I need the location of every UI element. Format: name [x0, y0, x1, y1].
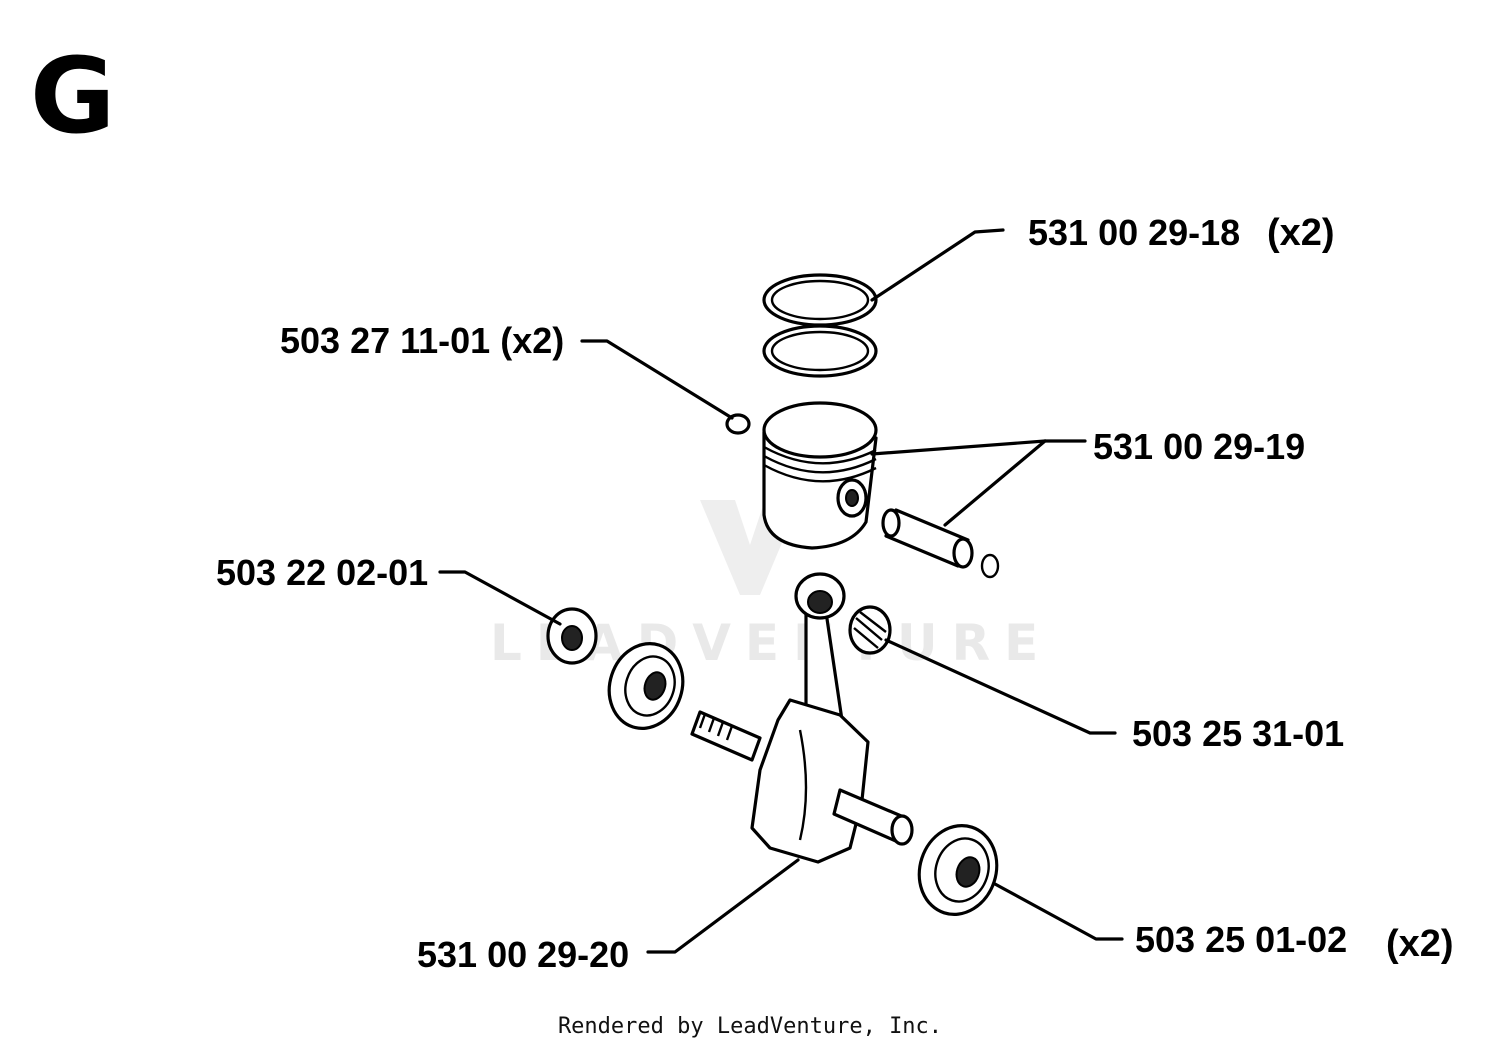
label-crank-seal: 503 22 02-01 — [216, 552, 428, 593]
label-retaining-clip: 503 27 11-01 (x2) — [280, 320, 564, 361]
leader-lines — [438, 228, 1124, 954]
label-piston-assembly: 531 00 29-19 — [1093, 426, 1305, 467]
section-letter: G — [30, 35, 115, 157]
ball-bearing-left-drawing — [607, 642, 685, 730]
qty-ball-bearing: (x2) — [1386, 923, 1454, 965]
piston-drawing — [762, 401, 878, 550]
qty-piston-rings: (x2) — [1267, 212, 1335, 254]
crank-seal-drawing — [546, 607, 598, 665]
label-ball-bearing: 503 25 01-02 — [1135, 919, 1347, 960]
label-crankshaft: 531 00 29-20 — [417, 934, 629, 975]
label-piston-rings: 531 00 29-18 — [1028, 212, 1240, 253]
part-labels: 531 00 29-18 (x2) 503 27 11-01 (x2) 531 … — [216, 212, 1454, 975]
piston-rings-drawing — [762, 273, 878, 378]
footer-credit: Rendered by LeadVenture, Inc. — [558, 1014, 942, 1039]
label-needle-bearing: 503 25 31-01 — [1132, 713, 1344, 754]
ball-bearing-right-drawing — [917, 824, 999, 916]
crankshaft-drawing — [690, 572, 914, 864]
piston-pin-drawing — [881, 508, 974, 569]
needle-bearing-drawing — [848, 605, 892, 655]
